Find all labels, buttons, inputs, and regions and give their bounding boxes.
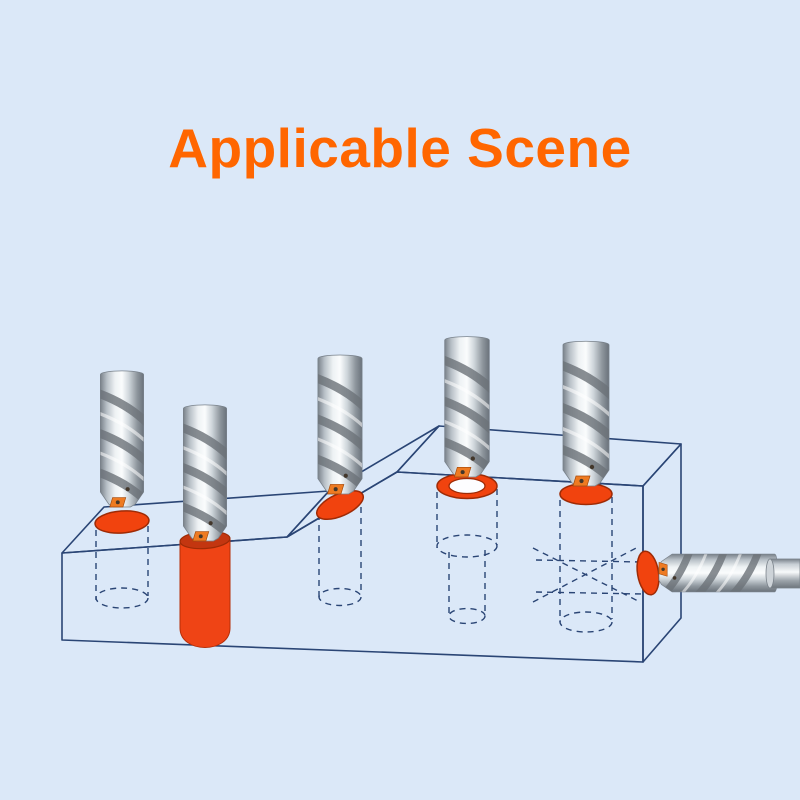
drill-horizontal-side xyxy=(659,550,800,596)
drill-shank-cap xyxy=(765,558,775,589)
drill-flat-surface xyxy=(96,371,149,507)
drill-edge-half-hole xyxy=(179,405,232,541)
drill-counterbore xyxy=(440,337,494,477)
hole-side-face xyxy=(636,550,660,596)
hole-inclined-surface xyxy=(315,489,365,521)
drill-cross-hole xyxy=(558,341,614,486)
hidden-hole-outlines xyxy=(95,489,643,633)
block-ramp-face xyxy=(286,425,440,538)
hole-openings xyxy=(94,472,660,648)
drill-inclined-surface xyxy=(313,355,367,494)
block-top-upper-face xyxy=(396,425,682,487)
drill-shank xyxy=(769,558,800,589)
hole-cross xyxy=(559,482,613,506)
page-title: Applicable Scene xyxy=(168,117,632,179)
hole-edge-notch xyxy=(179,537,231,648)
hole-counterbore-inner xyxy=(448,477,486,495)
hole-flat-surface xyxy=(94,510,150,534)
